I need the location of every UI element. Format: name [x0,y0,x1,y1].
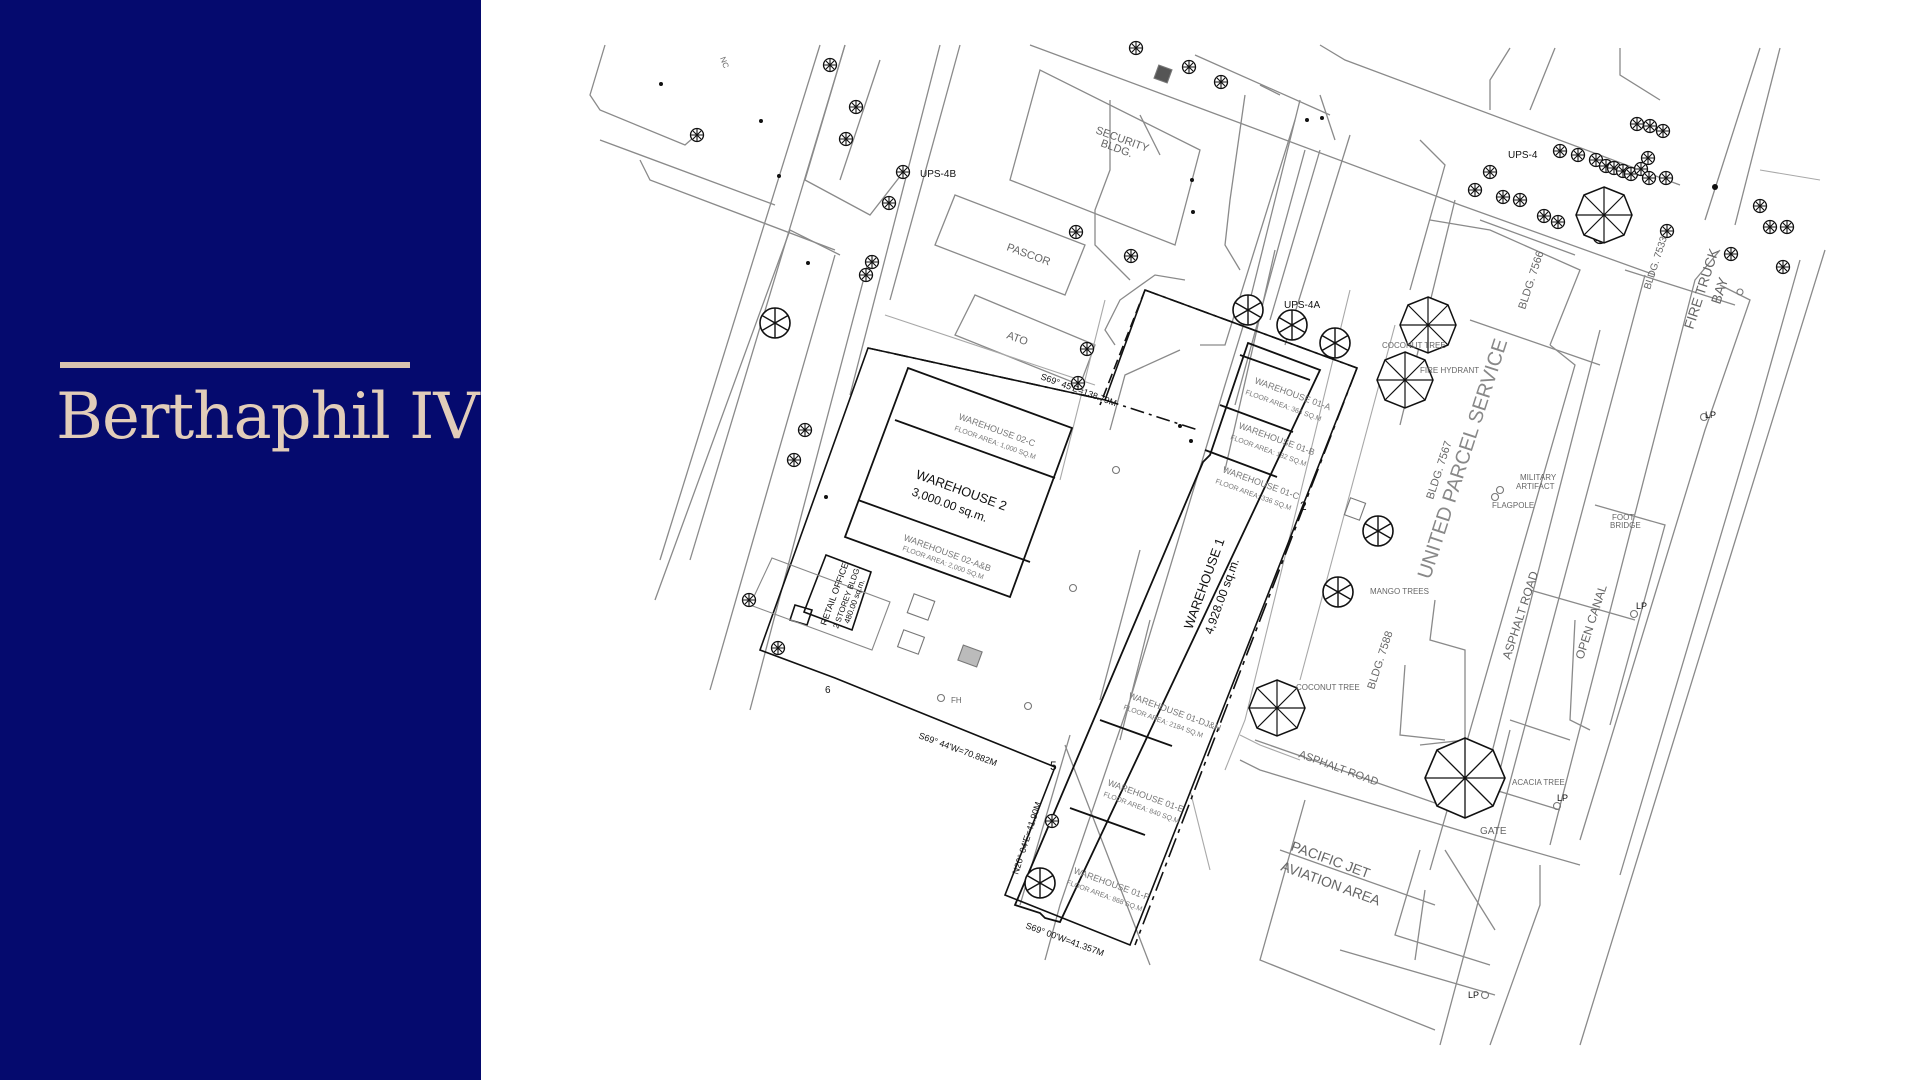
hydrant-label: FIRE HYDRANT [1420,366,1479,375]
survey-points [659,82,1718,499]
ups4a-label: UPS-4A [1284,300,1320,311]
open-canal-label: OPEN CANAL [1573,583,1610,661]
property-boundary [758,288,1359,947]
military-label: MILITARY [1520,473,1557,482]
plan-labels: SECURITY BLDG. PASCOR ATO UPS-4 UPS-4B U… [718,56,1731,1000]
utility-structures [896,64,1744,1000]
title-rule [60,362,410,368]
nc-label: NC [718,56,730,70]
fire-hydrant-label: FH [951,696,962,705]
mango-label: MANGO TREES [1370,587,1429,596]
ato-label: ATO [1005,330,1030,349]
corner-6: 6 [825,685,831,696]
asphalt-road-label-2: ASPHALT ROAD [1297,749,1380,789]
bridge-label: BRIDGE [1610,521,1641,530]
site-plan-drawing: SECURITY BLDG. PASCOR ATO UPS-4 UPS-4B U… [589,40,1826,1046]
road-network [589,44,1826,1046]
corner-5: 5 [1050,759,1057,773]
flagpole-label: FLAGPOLE [1492,501,1534,510]
ups4-label: UPS-4 [1508,150,1538,161]
warehouse-unit-labels: WAREHOUSE 01-A FLOOR AREA: 364 SQ.M WARE… [901,375,1332,913]
service-paths [884,169,1821,871]
acacia-label: ACACIA TREE [1512,778,1565,787]
coconut-label-2: COCONUT TREE [1296,683,1360,692]
lp-label-4: LP [1468,990,1479,1000]
bldg-7588-label: BLDG. 7588 [1365,630,1395,691]
retail-office [749,553,891,651]
asphalt-road-label-1: ASPHALT ROAD [1500,569,1542,661]
lp-label-2: LP [1636,601,1647,611]
warehouse-1 [1013,341,1322,924]
pascor-label: PASCOR [1005,242,1052,269]
corner-2: 2 [1300,499,1307,513]
title-panel: Berthaphil IV [0,0,481,1080]
ups4b-label: UPS-4B [920,169,956,180]
boundary-bearing-2: S69° 44'W=70.882M [917,730,998,768]
coconut-label-1: COCONUT TREE [1382,341,1446,350]
artifact-label: ARTIFACT [1516,482,1555,491]
boundary-bearing-4: S69° 00'W=41.357M [1024,920,1105,958]
warehouse-2 [843,366,1074,599]
bldg-7566-label: BLDG. 7566 [1516,250,1546,311]
gate-label: GATE [1480,826,1507,837]
lp-label-1: LP [1705,410,1716,420]
lp-label-3: LP [1557,793,1568,803]
slide-title: Berthaphil IV [56,380,480,454]
foot-label: FOOT [1612,513,1634,522]
boundary-bearing-3: N20° 04'E=41.90M [1010,801,1043,876]
